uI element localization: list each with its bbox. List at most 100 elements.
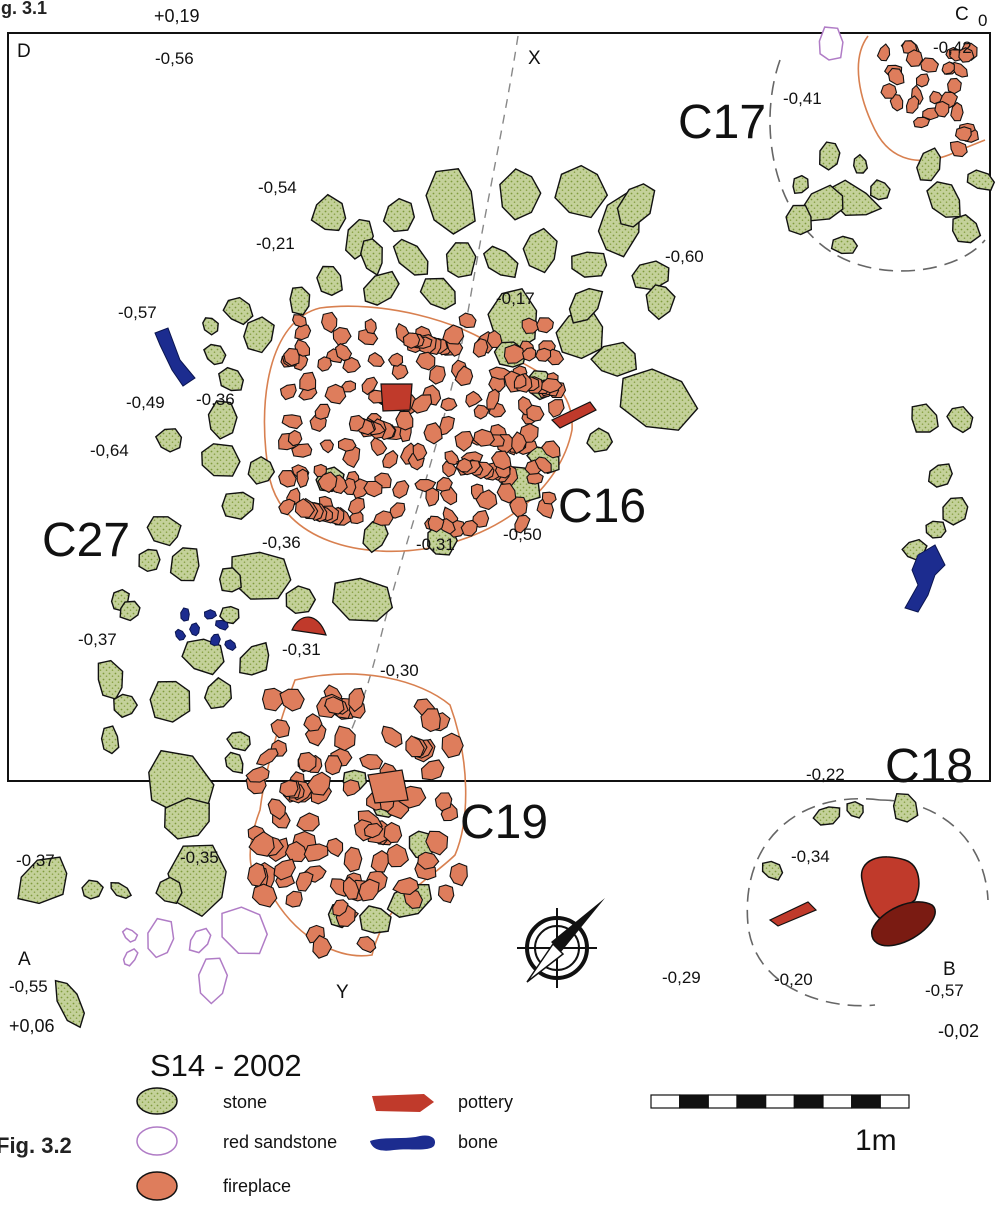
scale-segment bbox=[736, 1094, 767, 1109]
stone bbox=[445, 242, 477, 278]
bone bbox=[154, 327, 196, 387]
fireplace-stone bbox=[279, 688, 305, 712]
bone bbox=[203, 609, 218, 620]
fireplace-stone bbox=[278, 470, 297, 488]
stone bbox=[221, 491, 255, 520]
legend-fireplace-label: fireplace bbox=[223, 1176, 291, 1196]
fireplace-stone bbox=[526, 404, 545, 422]
stone bbox=[812, 806, 841, 826]
stone bbox=[239, 641, 270, 676]
fireplace-stone bbox=[887, 67, 905, 86]
legend-sandstone-swatch bbox=[136, 1126, 178, 1156]
fireplace-stone bbox=[364, 318, 377, 335]
c17-boundary bbox=[769, 59, 986, 272]
stone bbox=[785, 204, 813, 236]
elevation-label: -0,22 bbox=[806, 765, 845, 784]
stone bbox=[846, 800, 864, 819]
stone bbox=[202, 317, 219, 336]
fireplace-stone bbox=[420, 759, 445, 781]
axis-mark-x: X bbox=[528, 48, 541, 69]
stone bbox=[226, 731, 251, 752]
fireplace-stone bbox=[905, 95, 920, 114]
value-top-left: +0,19 bbox=[154, 6, 200, 26]
fireplace-stone bbox=[372, 510, 394, 526]
stone bbox=[310, 193, 347, 232]
legend-bone-label: bone bbox=[458, 1132, 498, 1152]
fireplace-stone bbox=[334, 725, 356, 752]
stone bbox=[966, 169, 996, 191]
bone bbox=[189, 622, 201, 637]
fireplace-stone bbox=[415, 351, 436, 371]
fireplace-stone bbox=[423, 422, 443, 445]
red-sandstone bbox=[122, 947, 139, 967]
legend-stone-swatch bbox=[136, 1087, 178, 1115]
fireplace-stone bbox=[363, 480, 383, 498]
fireplace-stone bbox=[317, 471, 338, 494]
fireplace-stone bbox=[313, 463, 327, 478]
fireplace-stone bbox=[267, 798, 287, 821]
stone bbox=[289, 286, 311, 316]
corner-c: C bbox=[955, 4, 969, 25]
axis-mark-y: Y bbox=[336, 982, 349, 1003]
fireplace-stone bbox=[297, 751, 317, 773]
fireplace-stone bbox=[540, 377, 563, 394]
red-sandstone bbox=[188, 927, 212, 954]
stone bbox=[331, 577, 394, 622]
elevation-label: -0,42 bbox=[933, 38, 972, 57]
feature-label-c17: C17 bbox=[678, 96, 766, 149]
fireplace-stone bbox=[324, 696, 345, 715]
elevation-label: -0,60 bbox=[665, 247, 704, 266]
fireplace-stone bbox=[295, 871, 314, 892]
fireplace-stone bbox=[454, 365, 474, 387]
corner-c-suffix: 0 bbox=[978, 11, 987, 30]
stone bbox=[285, 585, 317, 615]
fireplace-stone bbox=[954, 126, 972, 142]
c18-boundary-right bbox=[879, 799, 989, 901]
fireplace-stone bbox=[324, 755, 343, 776]
fireplace-stone bbox=[283, 347, 300, 367]
elevation-label: -0,64 bbox=[90, 441, 129, 460]
stone bbox=[100, 725, 120, 755]
fireplace-stone bbox=[511, 431, 527, 455]
stone bbox=[169, 547, 200, 582]
fireplace-stone bbox=[292, 314, 308, 328]
fireplace-stone bbox=[367, 352, 385, 367]
fireplace-stone bbox=[920, 57, 940, 73]
fireplace-stone bbox=[460, 519, 478, 537]
stone bbox=[155, 876, 183, 905]
fireplace-stone bbox=[392, 877, 420, 895]
pottery-group bbox=[291, 383, 936, 947]
fireplace-stone bbox=[472, 338, 489, 358]
fireplace-stone bbox=[299, 371, 317, 392]
pottery-vessel-base bbox=[871, 901, 936, 947]
stone bbox=[222, 296, 254, 326]
stone bbox=[97, 659, 124, 700]
value-bottom-right: -0,02 bbox=[938, 1021, 979, 1041]
legend-fireplace-swatch bbox=[136, 1171, 178, 1201]
fireplace-stone bbox=[534, 456, 552, 474]
stone bbox=[110, 881, 133, 899]
stone bbox=[568, 287, 604, 324]
bone bbox=[904, 544, 946, 613]
fireplace-stone bbox=[245, 765, 270, 783]
fireplace-stone bbox=[279, 780, 299, 798]
corner-d: D bbox=[17, 41, 31, 62]
fireplace-stone bbox=[347, 497, 366, 515]
fireplace-stone bbox=[391, 363, 409, 381]
fireplace-stone bbox=[514, 514, 531, 534]
stone bbox=[571, 251, 608, 278]
fireplace-stone bbox=[270, 719, 291, 739]
elevation-label: -0,36 bbox=[196, 390, 235, 409]
fireplace-stone bbox=[915, 73, 930, 88]
elevation-label: -0,57 bbox=[118, 303, 157, 322]
fireplace-stone bbox=[303, 843, 329, 862]
fireplace-stone bbox=[383, 821, 403, 844]
legend-bone-swatch bbox=[370, 1135, 436, 1151]
stone bbox=[555, 307, 604, 360]
fireplace-stone bbox=[287, 429, 303, 447]
fireplace-stone bbox=[435, 476, 453, 492]
fireplace-stone bbox=[279, 383, 297, 401]
stone bbox=[951, 214, 982, 244]
stone bbox=[631, 260, 670, 291]
